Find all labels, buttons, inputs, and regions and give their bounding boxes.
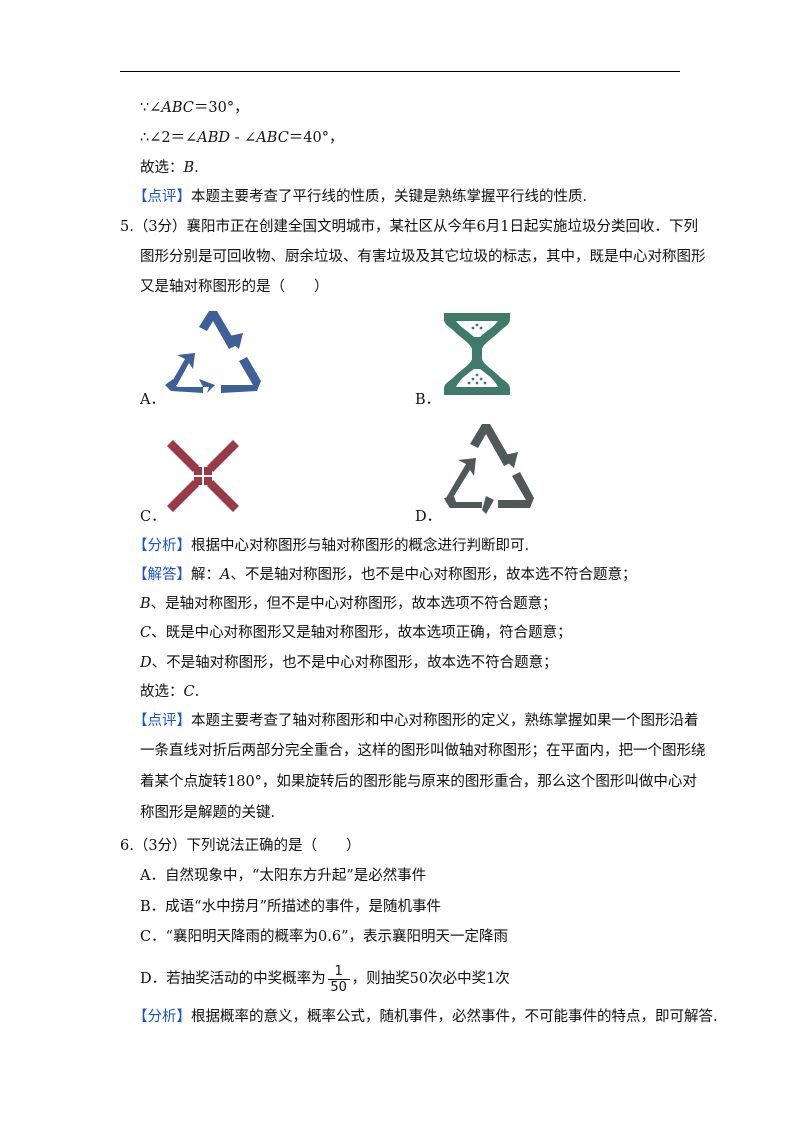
prev-line-1: ∵∠ABC＝30°， <box>140 98 249 118</box>
q5-comment-line-3: 着某个点旋转180°，如果旋转后的图形能与原来的图形重合，那么这个图形叫做中心对 <box>140 774 697 790</box>
analysis-tag: 【分析】 <box>133 1009 191 1025</box>
prev-answer: 故选：B. <box>140 158 199 178</box>
angle-value: ＝30°， <box>193 100 249 116</box>
q5-stem-line-3: 又是轴对称图形的是（ ） <box>140 279 329 295</box>
q5-option-a-label: A． <box>140 392 165 408</box>
q5-analysis: 【分析】根据中心对称图形与轴对称图形的概念进行判断即可. <box>133 536 529 556</box>
q5-comment-line-2: 一条直线对折后两部分完全重合，这样的图形叫做轴对称图形；在平面内，把一个图形绕 <box>140 743 706 759</box>
q5-solution-line-1: 【解答】解：A、不是轴对称图形，也不是中心对称图形，故本选不符合题意； <box>133 565 636 585</box>
option-d-text-start: D．若抽奖活动的中奖概率为 <box>140 971 326 987</box>
prev-line-2: ∴∠2＝∠ABD - ∠ABC＝40°， <box>140 128 344 148</box>
q5-option-b-label: B． <box>415 392 441 408</box>
option-letter: A <box>220 567 231 583</box>
solution-text: 、既是中心对称图形又是轴对称图形，故本选项正确，符合题意； <box>151 625 572 641</box>
q5-stem-line-2: 图形分别是可回收物、厨余垃圾、有害垃圾及其它垃圾的标志，其中，既是中心对称图形 <box>140 249 706 265</box>
option-d-text-end: ，则抽奖50次必中奖1次 <box>351 971 510 987</box>
angle-name: ABC <box>256 130 289 146</box>
angle-name: ABC <box>161 100 194 116</box>
q6-option-b: B．成语“水中捞月”所描述的事件，是随机事件 <box>140 899 441 915</box>
answer-prefix: 故选： <box>140 160 184 176</box>
analysis-text: 根据中心对称图形与轴对称图形的概念进行判断即可. <box>191 538 530 554</box>
option-letter: C <box>140 625 152 641</box>
answer-period: . <box>194 684 200 700</box>
kitchen-waste-symbol-figure <box>444 313 510 395</box>
therefore-expr: ∴∠2＝∠ <box>140 130 198 146</box>
fraction-numerator: 1 <box>334 963 343 979</box>
q5-comment-line-4: 称图形是解题的关键. <box>140 805 276 821</box>
q6-option-c: C．“襄阳明天降雨的概率为0.6”，表示襄阳明天一定降雨 <box>140 929 508 945</box>
solution-text: 、是轴对称图形，但不是中心对称图形，故本选项不符合题意； <box>150 596 557 612</box>
analysis-text: 根据概率的意义，概率公式，随机事件，必然事件，不可能事件的特点，即可解答. <box>191 1009 718 1025</box>
fraction-denominator: 50 <box>330 979 347 995</box>
angle-symbol: ∠ <box>149 100 162 116</box>
q5-stem-line-1: 5.（3分）襄阳市正在创建全国文明城市，某社区从今年6月1日起实施垃圾分类回收．… <box>120 219 699 235</box>
comment-tag: 【点评】 <box>133 189 191 205</box>
prev-comment: 【点评】本题主要考查了平行线的性质，关键是熟练掌握平行线的性质. <box>133 187 587 207</box>
option-letter: D <box>140 655 152 671</box>
q5-solution-line-4: D、不是轴对称图形，也不是中心对称图形，故本选不符合题意； <box>140 653 558 673</box>
because-symbol: ∵ <box>140 100 150 116</box>
answer-prefix: 故选： <box>140 684 184 700</box>
angle-name: ABD <box>197 130 231 146</box>
hazardous-waste-symbol-figure <box>167 440 239 512</box>
option-letter: B <box>140 596 151 612</box>
solution-tag: 【解答】 <box>133 567 191 583</box>
q5-solution-line-3: C、既是中心对称图形又是轴对称图形，故本选项正确，符合题意； <box>140 623 572 643</box>
solution-text: 、不是轴对称图形，也不是中心对称图形，故本选不符合题意； <box>230 567 637 583</box>
recycle-symbol-figure <box>165 311 261 393</box>
other-waste-symbol-figure <box>444 424 534 514</box>
q5-option-d-label: D． <box>415 509 442 525</box>
q6-stem: 6.（3分）下列说法正确的是（ ） <box>120 838 361 854</box>
q5-solution-line-2: B、是轴对称图形，但不是中心对称图形，故本选项不符合题意； <box>140 594 557 614</box>
q6-analysis: 【分析】根据概率的意义，概率公式，随机事件，必然事件，不可能事件的特点，即可解答… <box>133 1007 718 1027</box>
q6-option-a: A．自然现象中，“太阳东方升起”是必然事件 <box>140 868 427 884</box>
answer-value: B <box>183 160 195 176</box>
comment-text: 本题主要考查了平行线的性质，关键是熟练掌握平行线的性质. <box>191 189 588 205</box>
q5-option-c-label: C． <box>140 509 166 525</box>
comment-text: 本题主要考查了轴对称图形和中心对称图形的定义，熟练掌握如果一个图形沿着 <box>191 713 699 729</box>
header-rule <box>120 71 680 72</box>
solution-prefix: 解： <box>191 567 220 583</box>
analysis-tag: 【分析】 <box>133 538 191 554</box>
minus-expr: - ∠ <box>230 130 257 146</box>
q5-answer: 故选：C. <box>140 682 199 702</box>
answer-period: . <box>194 160 199 176</box>
comment-tag: 【点评】 <box>133 713 191 729</box>
solution-text: 、不是轴对称图形，也不是中心对称图形，故本选不符合题意； <box>151 655 558 671</box>
fraction-bar <box>327 978 350 980</box>
q5-comment-line-1: 【点评】本题主要考查了轴对称图形和中心对称图形的定义，熟练掌握如果一个图形沿着 <box>133 711 699 731</box>
answer-value: C <box>183 684 195 700</box>
angle-value: ＝40°， <box>288 130 344 146</box>
